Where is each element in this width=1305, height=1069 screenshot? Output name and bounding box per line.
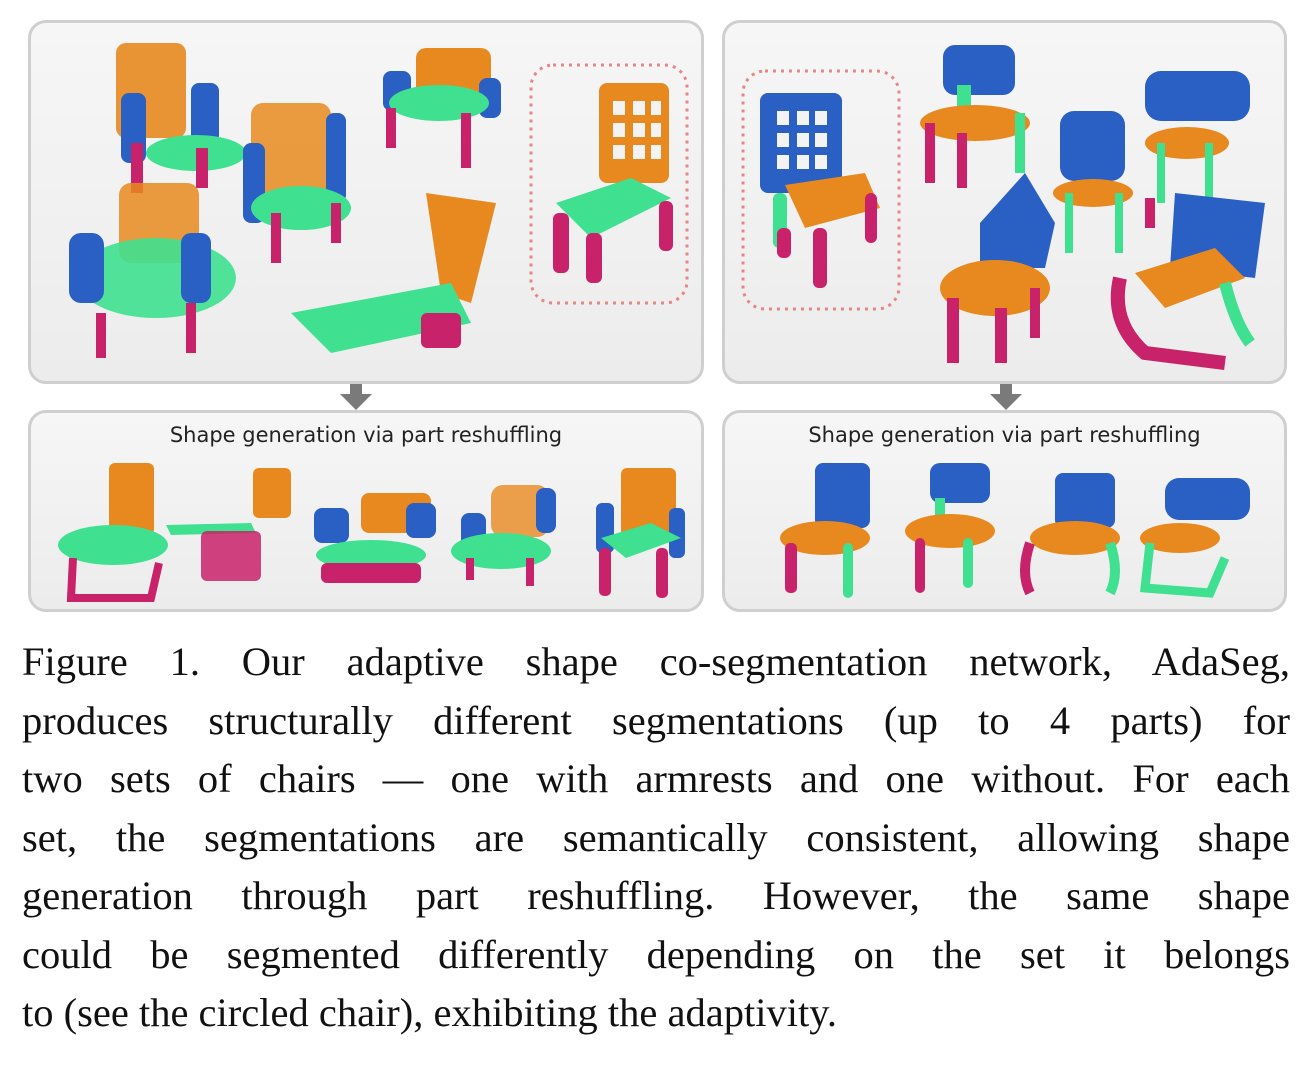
caption-line: generation through part reshuffling. How…	[22, 873, 1290, 918]
caption-line: could be segmented differently depending…	[22, 931, 1290, 977]
chair-2	[243, 103, 351, 263]
chair-5	[291, 193, 496, 353]
caption-line: set, the segmentations are semantically …	[22, 814, 1290, 860]
generated-armless-chairs	[780, 463, 1250, 598]
chair-3	[383, 48, 501, 168]
caption-line: two sets of chairs — one with armrests a…	[22, 756, 1290, 801]
generated-chair-1	[58, 463, 168, 602]
circled-chair	[741, 69, 901, 311]
bottom-right-panel: Shape generation via part reshuffling	[722, 410, 1287, 612]
caption-line: to (see the circled chair), exhibiting t…	[22, 990, 837, 1035]
generated-chair-2	[166, 468, 291, 581]
caption-line: Figure 1. Our adaptive shape co-segmenta…	[22, 639, 1290, 684]
generated-chair-d	[1140, 478, 1250, 598]
generated-chair-4	[451, 485, 556, 586]
circled-chair	[529, 63, 689, 305]
generated-chair-c	[1020, 473, 1120, 596]
top-left-panel	[28, 20, 704, 384]
chair-b	[920, 45, 1030, 188]
chair-d	[1145, 71, 1250, 228]
generated-chair-b	[905, 463, 995, 593]
bottom-left-panel: Shape generation via part reshuffling	[28, 410, 704, 612]
chair-4	[69, 183, 236, 358]
down-arrow-left	[340, 384, 372, 410]
generated-chair-3	[314, 493, 436, 583]
generated-armrest-chairs	[58, 463, 685, 602]
generation-label-left: Shape generation via part reshuffling	[169, 423, 563, 447]
down-arrow-right	[990, 384, 1022, 410]
top-right-panel	[722, 20, 1287, 384]
chair-e	[940, 173, 1055, 363]
armless-chairs-illustration	[741, 45, 1265, 370]
armrest-chairs-illustration	[69, 43, 689, 358]
figure-caption: Figure 1. Our adaptive shape co-segmenta…	[22, 633, 1290, 1043]
generation-label-right: Shape generation via part reshuffling	[808, 423, 1201, 447]
chair-f	[1110, 193, 1265, 370]
chair-c	[1053, 111, 1133, 253]
generated-chair-5	[596, 468, 685, 598]
caption-line: produces structurally different segmenta…	[22, 697, 1290, 743]
chair-1	[116, 43, 246, 193]
generated-chair-a	[780, 463, 870, 598]
